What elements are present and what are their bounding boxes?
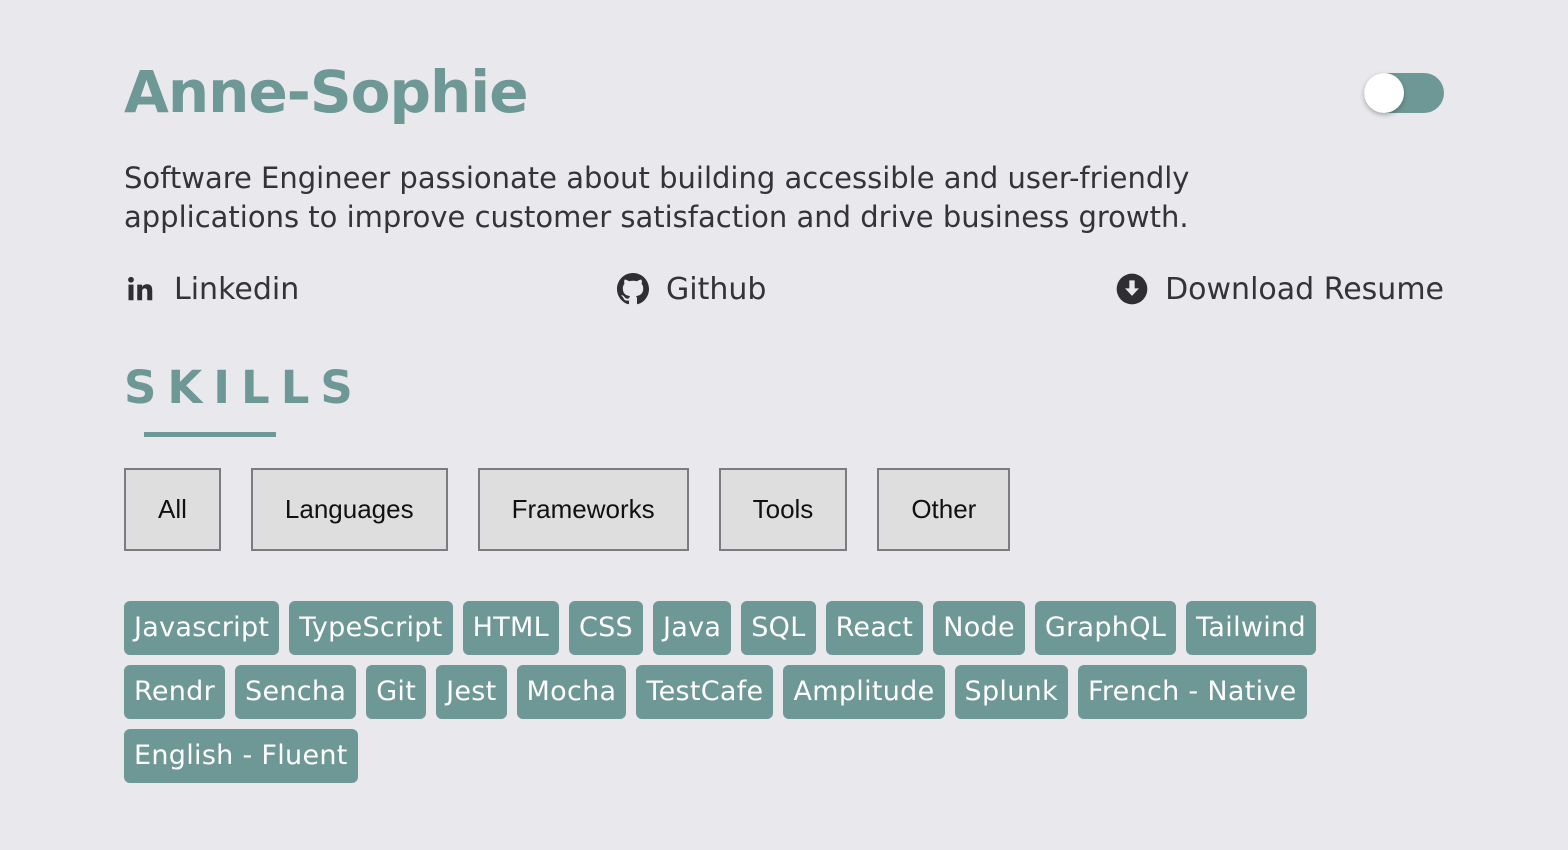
skill-tag: Tailwind bbox=[1186, 601, 1316, 655]
filter-tools-button[interactable]: Tools bbox=[718, 468, 848, 551]
bio-text: Software Engineer passionate about build… bbox=[124, 161, 1190, 234]
theme-toggle-knob[interactable] bbox=[1364, 73, 1404, 113]
skills-heading: SKILLS bbox=[124, 361, 364, 414]
filter-frameworks-button[interactable]: Frameworks bbox=[477, 468, 689, 551]
skill-tag: Git bbox=[366, 665, 427, 719]
github-label: Github bbox=[666, 271, 767, 307]
download-icon bbox=[1115, 272, 1149, 306]
filter-other-button[interactable]: Other bbox=[877, 468, 1011, 551]
skill-tag: Java bbox=[652, 601, 732, 655]
skill-tag: Node bbox=[933, 601, 1025, 655]
skill-tag: Javascript bbox=[124, 601, 280, 655]
download-resume-label: Download Resume bbox=[1165, 271, 1444, 307]
filter-all-button[interactable]: All bbox=[124, 468, 221, 551]
skill-tag: TypeScript bbox=[289, 601, 453, 655]
skill-filter-bar: All Languages Frameworks Tools Other bbox=[124, 468, 1040, 551]
social-links: Linkedin Github Download Resume bbox=[124, 264, 1444, 314]
github-link[interactable]: Github bbox=[616, 264, 766, 314]
filter-languages-button[interactable]: Languages bbox=[250, 468, 448, 551]
linkedin-label: Linkedin bbox=[174, 271, 300, 307]
skill-tag: Mocha bbox=[516, 665, 627, 719]
skill-tag: Amplitude bbox=[783, 665, 945, 719]
skill-tag: French - Native bbox=[1077, 665, 1307, 719]
theme-toggle[interactable] bbox=[1364, 73, 1444, 113]
skill-tag: HTML bbox=[462, 601, 559, 655]
skill-tag: Sencha bbox=[235, 665, 357, 719]
linkedin-link[interactable]: Linkedin bbox=[124, 264, 299, 314]
github-icon bbox=[616, 272, 650, 306]
skills-heading-underline bbox=[144, 432, 276, 437]
skill-tag: GraphQL bbox=[1034, 601, 1177, 655]
portfolio-page: Anne-Sophie Software Engineer passionate… bbox=[124, 0, 1444, 850]
skill-tag: English - Fluent bbox=[124, 729, 358, 783]
download-resume-link[interactable]: Download Resume bbox=[1115, 264, 1444, 314]
linkedin-icon bbox=[124, 272, 158, 306]
skill-tag: Splunk bbox=[954, 665, 1068, 719]
page-title: Anne-Sophie bbox=[124, 58, 529, 126]
skill-tag: React bbox=[825, 601, 924, 655]
skill-tag: SQL bbox=[741, 601, 816, 655]
skill-tag: Rendr bbox=[124, 665, 226, 719]
skill-tag-list: Javascript TypeScript HTML CSS Java SQL … bbox=[124, 601, 1384, 793]
skill-tag: TestCafe bbox=[636, 665, 774, 719]
skill-tag: Jest bbox=[436, 665, 507, 719]
skill-tag: CSS bbox=[568, 601, 643, 655]
